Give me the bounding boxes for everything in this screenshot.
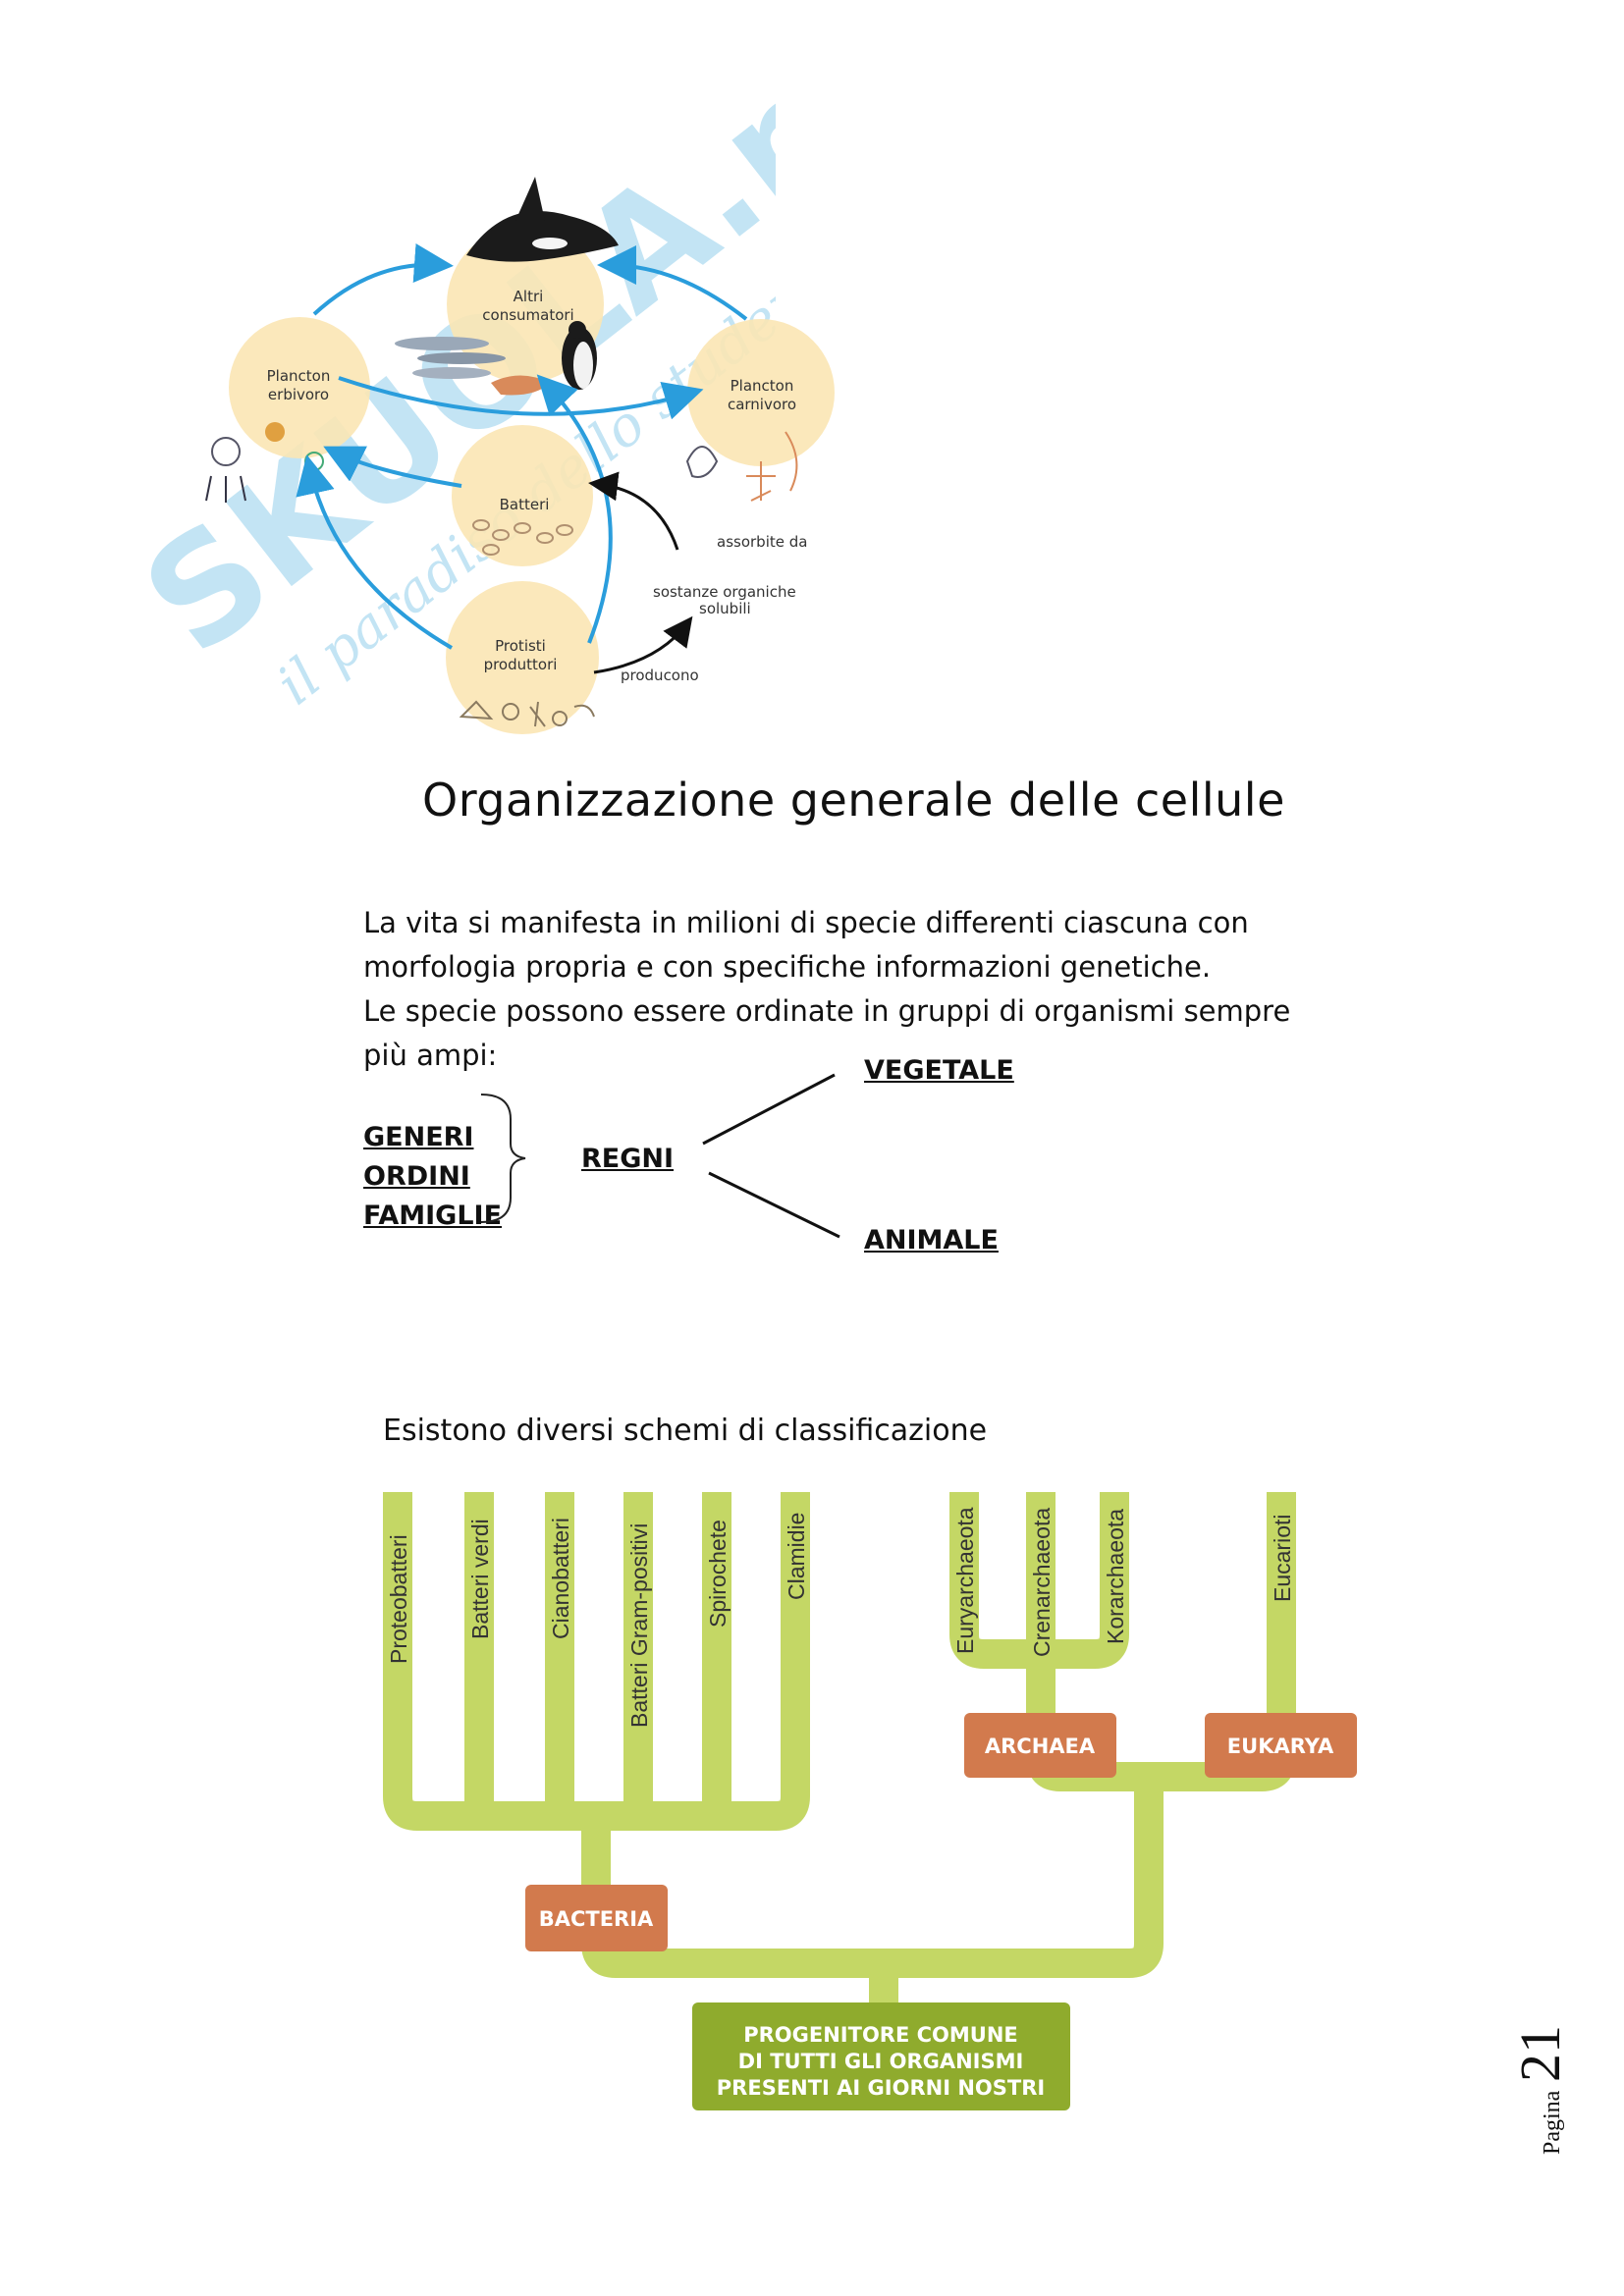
label-assorbite-da: assorbite da <box>717 533 807 551</box>
leaf-crenarchaeota: Crenarchaeota <box>1029 1508 1055 1657</box>
bacteria-branches <box>383 1492 810 1831</box>
root-line: DI TUTTI GLI ORGANISMI <box>738 2050 1024 2073</box>
label-plancton-carn: Plancton <box>731 377 794 395</box>
food-web-diagram: Altri consumatori Plancton erbivoro Plan… <box>205 177 835 734</box>
root-join <box>581 1914 1164 2002</box>
label-produttori: produttori <box>484 656 558 673</box>
label-generi: GENERI <box>363 1122 474 1152</box>
bacteria-illustration <box>472 519 573 556</box>
carnivore-plankton-illustration <box>685 431 798 502</box>
leaf-euryarchaeota: Euryarchaeota <box>952 1507 978 1654</box>
node-protisti-produttori <box>446 581 599 734</box>
label-altri: Altri <box>514 288 544 305</box>
intro-paragraph: La vita si manifesta in milioni di speci… <box>363 901 1345 1078</box>
label-sostanze-1: sostanze organiche <box>653 583 796 601</box>
leaf-spirochete: Spirochete <box>705 1520 731 1628</box>
orca-illustration <box>466 177 619 262</box>
flow-arrows <box>588 471 693 674</box>
page-word: Pagina <box>1540 2090 1565 2155</box>
leaf-proteobatteri: Proteobatteri <box>386 1534 411 1664</box>
label-famiglie: FAMIGLIE <box>363 1201 503 1231</box>
domain-bacteria-label: BACTERIA <box>539 1907 654 1931</box>
leaf-gram-positivi: Batteri Gram-positivi <box>626 1523 652 1728</box>
phylogenetic-tree: Proteobatteri Batteri verdi Cianobatteri… <box>383 1492 1357 2110</box>
label-protisti: Protisti <box>495 637 546 655</box>
label-sostanze-2: solubili <box>699 600 751 617</box>
bacteria-leaf-labels: Proteobatteri Batteri verdi Cianobatteri… <box>386 1513 809 1728</box>
shrimp-illustration <box>491 375 550 396</box>
label-batteri: Batteri <box>500 496 550 513</box>
leaf-cianobatteri: Cianobatteri <box>548 1518 573 1639</box>
label-regni: REGNI <box>581 1144 675 1174</box>
protists-illustration <box>459 700 595 727</box>
leaf-eucarioti: Eucarioti <box>1270 1515 1295 1602</box>
schema-caption: Esistono diversi schemi di classificazio… <box>383 1414 988 1448</box>
trophic-arrows <box>296 243 748 650</box>
common-ancestor-box: PROGENITORE COMUNE DI TUTTI GLI ORGANISM… <box>692 2002 1070 2110</box>
leaf-korarchaeota: Korarchaeota <box>1103 1509 1128 1644</box>
label-plancton-erb: Plancton <box>267 367 331 385</box>
curly-brace <box>480 1094 526 1223</box>
intro-line: Le specie possono essere ordinate in gru… <box>363 994 1291 1028</box>
label-ordini: ORDINI <box>363 1161 470 1192</box>
page-title: Organizzazione generale delle cellule <box>422 774 1285 827</box>
domain-archaea-label: ARCHAEA <box>985 1735 1096 1758</box>
label-consumatori: consumatori <box>482 306 573 324</box>
root-line: PROGENITORE COMUNE <box>743 2023 1018 2047</box>
intro-line: La vita si manifesta in milioni di speci… <box>363 906 1249 939</box>
archaea-leaf-labels: Euryarchaeota Crenarchaeota Korarchaeota <box>952 1507 1128 1657</box>
root-line: PRESENTI AI GIORNI NOSTRI <box>717 2076 1045 2100</box>
intro-line: più ampi: <box>363 1039 498 1072</box>
penguin-illustration <box>562 321 597 390</box>
intro-line: morfologia propria e con specifiche info… <box>363 950 1212 984</box>
label-animale: ANIMALE <box>864 1225 999 1255</box>
regni-branch-lines <box>702 1073 840 1239</box>
domain-archaea: ARCHAEA <box>964 1713 1116 1778</box>
page-number-value: 21 <box>1508 2025 1572 2082</box>
node-plancton-carnivoro <box>687 319 835 466</box>
leaf-batteri-verdi: Batteri verdi <box>467 1519 493 1639</box>
domain-bacteria: BACTERIA <box>525 1885 668 1951</box>
fish-illustration <box>395 337 506 379</box>
label-carnivoro: carnivoro <box>728 396 796 413</box>
leaf-clamidie: Clamidie <box>784 1513 809 1600</box>
label-erbivoro: erbivoro <box>268 386 329 403</box>
label-vegetale: VEGETALE <box>864 1055 1014 1086</box>
domain-eukarya-label: EUKARYA <box>1227 1735 1334 1758</box>
label-producono: producono <box>621 667 699 684</box>
domain-eukarya: EUKARYA <box>1205 1713 1357 1778</box>
page-number: Pagina 21 <box>1508 2025 1572 2155</box>
eukarya-leaf-labels: Eucarioti <box>1270 1515 1295 1602</box>
node-plancton-erbivoro <box>229 317 370 458</box>
